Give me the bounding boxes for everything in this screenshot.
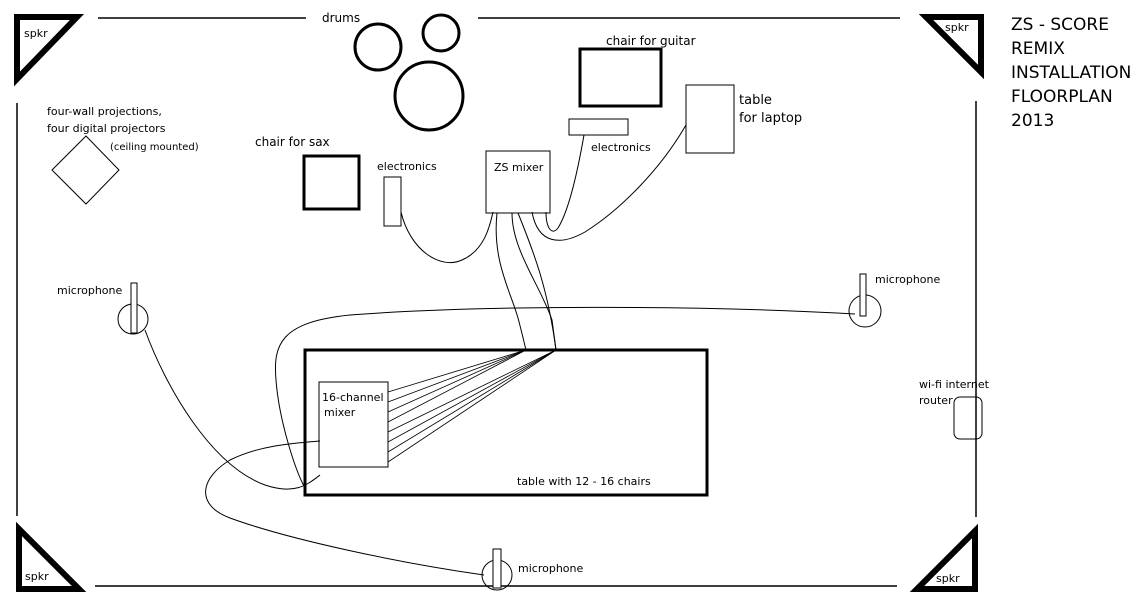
electronics-sax-box xyxy=(383,176,402,227)
cable-laptop-to-zs xyxy=(531,124,687,241)
microphone-bottom-stem xyxy=(492,548,502,589)
microphone-left-label: microphone xyxy=(57,284,122,297)
microphone-bottom-label: microphone xyxy=(518,562,583,575)
table-laptop xyxy=(685,84,735,154)
title-line-2: REMIX xyxy=(1011,39,1065,59)
electronics-guitar-label: electronics xyxy=(591,141,651,154)
speaker-bottom-left: spkr xyxy=(16,521,87,592)
table-with-chairs-label: table with 12 - 16 chairs xyxy=(517,475,651,488)
channel-cable xyxy=(387,349,527,423)
electronics-guitar-box xyxy=(568,118,629,136)
drums-label: drums xyxy=(322,11,360,25)
table-laptop-label-2: for laptop xyxy=(739,111,802,126)
speaker-top-right-shape xyxy=(918,14,984,80)
cable-mic-left-to-mixer xyxy=(144,329,321,490)
cable-zs-to-table-c xyxy=(517,212,557,351)
channel-cable xyxy=(387,349,557,433)
chair-guitar xyxy=(578,47,663,108)
cable-zs-to-table-a xyxy=(495,212,527,351)
speaker-top-left-label: spkr xyxy=(24,27,48,40)
room-walls xyxy=(16,17,977,587)
channel-cable xyxy=(387,349,527,413)
cable-mic-bottom-to-mixer xyxy=(205,440,485,576)
speaker-top-right: spkr xyxy=(918,14,984,80)
projections-label-1: four-wall projections, xyxy=(47,105,162,118)
cable-zs-to-table-b xyxy=(511,212,557,351)
drum-large xyxy=(393,60,465,132)
chair-sax xyxy=(302,154,361,211)
chair-guitar-label: chair for guitar xyxy=(606,34,696,48)
microphone-left xyxy=(117,282,149,335)
cables xyxy=(144,124,856,576)
speaker-bottom-right: spkr xyxy=(909,523,978,592)
mixer-16-channel xyxy=(318,381,389,468)
wifi-router xyxy=(953,396,983,440)
speaker-bottom-left-label: spkr xyxy=(25,570,49,583)
speaker-top-left-shape xyxy=(14,14,85,87)
channel-cable xyxy=(387,349,527,393)
title-line-5: 2013 xyxy=(1011,111,1054,131)
speaker-bottom-left-shape xyxy=(16,521,87,592)
microphone-left-stem xyxy=(130,282,138,334)
projector-diamond xyxy=(51,135,120,205)
drum-small-right xyxy=(421,13,461,53)
cable-sax-to-zs xyxy=(400,211,494,263)
drum-small-left xyxy=(353,22,403,72)
microphone-right-label: microphone xyxy=(875,273,940,286)
router-label-1: wi-fi internet xyxy=(919,378,990,391)
drums xyxy=(353,13,465,132)
channel-cable xyxy=(387,349,557,453)
channel-cable xyxy=(387,349,557,443)
table-laptop-label-1: table xyxy=(739,93,772,108)
title-line-3: INSTALLATION xyxy=(1011,63,1131,83)
speaker-bottom-right-shape xyxy=(909,523,978,592)
channel-cable-fan xyxy=(387,349,557,463)
microphone-right-stem xyxy=(859,273,867,317)
table-with-chairs xyxy=(303,348,709,497)
microphone-right xyxy=(848,273,882,328)
electronics-sax-label: electronics xyxy=(377,160,437,173)
mixer-16-label-2: mixer xyxy=(324,406,356,419)
speaker-bottom-right-label: spkr xyxy=(936,572,960,585)
microphone-bottom xyxy=(481,548,513,591)
title-line-1: ZS - SCORE xyxy=(1011,15,1109,35)
chair-sax-label: chair for sax xyxy=(255,135,330,149)
router-label-2: router xyxy=(919,394,953,407)
cable-guitar-to-zs xyxy=(545,134,585,232)
cable-mic-right-to-table xyxy=(274,306,856,489)
channel-cable xyxy=(387,349,557,463)
projections-label-2: four digital projectors xyxy=(47,122,166,135)
title-line-4: FLOORPLAN xyxy=(1011,87,1113,107)
speaker-top-left: spkr xyxy=(14,14,85,87)
zs-mixer-label: ZS mixer xyxy=(494,161,544,174)
channel-cable xyxy=(387,349,527,403)
floorplan-title: ZS - SCORE REMIX INSTALLATION FLOORPLAN … xyxy=(1011,15,1131,131)
speaker-top-right-label: spkr xyxy=(945,21,969,34)
ceiling-mounted-label: (ceiling mounted) xyxy=(110,142,199,153)
mixer-16-label-1: 16-channel xyxy=(322,391,384,404)
